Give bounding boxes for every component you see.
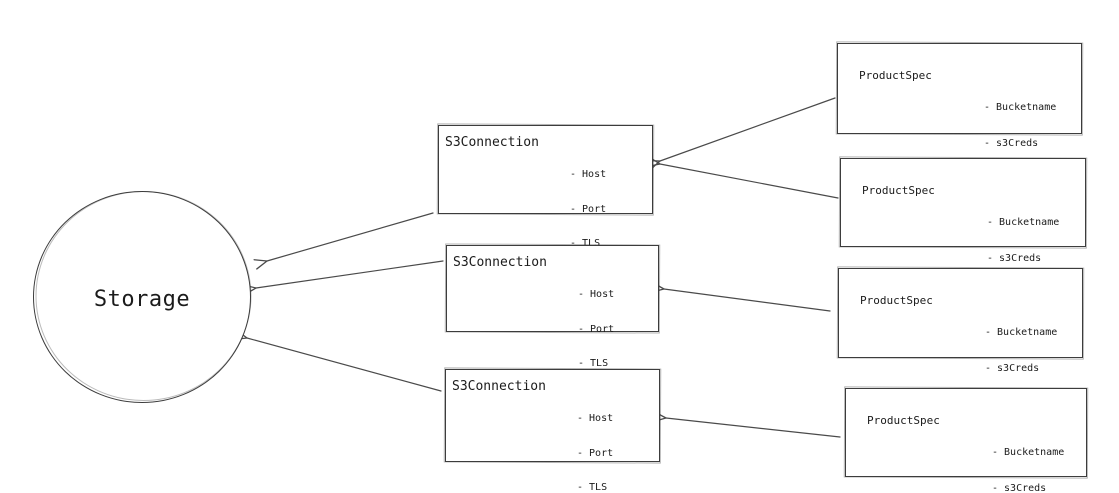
- node-title: ProductSpec: [860, 294, 933, 307]
- node-title: S3Connection: [453, 255, 547, 270]
- productspec-node-4[interactable]: ProductSpec - Bucketname - s3Creds: [845, 388, 1087, 493]
- attribute-line: - Port: [570, 203, 607, 215]
- arrow-productspec4-to-s3connection3[interactable]: [652, 411, 841, 438]
- s3connection-node-1[interactable]: S3Connection - Host - Port - TLS: [438, 125, 653, 249]
- node-attributes: - Host - Port - TLS: [577, 390, 613, 493]
- attribute-line: - Bucketname: [985, 327, 1058, 338]
- node-attributes: - Bucketname - s3Creds: [984, 78, 1056, 174]
- arrow-productspec2-to-s3connection1[interactable]: [646, 156, 839, 199]
- attribute-line: - s3Creds: [987, 253, 1042, 264]
- arrow-productspec1-to-s3connection1[interactable]: [646, 97, 836, 171]
- arrow-productspec3-to-s3connection2[interactable]: [650, 282, 831, 312]
- attribute-line: - s3Creds: [992, 483, 1047, 493]
- arrow-s3connection1-to-storage[interactable]: [253, 212, 434, 270]
- node-title: ProductSpec: [859, 69, 932, 82]
- s3connection-node-3[interactable]: S3Connection - Host - Port - TLS: [445, 369, 660, 493]
- productspec-node-2[interactable]: ProductSpec - Bucketname - s3Creds: [840, 158, 1086, 264]
- attribute-line: - TLS: [578, 358, 609, 369]
- productspec-node-3[interactable]: ProductSpec - Bucketname - s3Creds: [838, 268, 1083, 374]
- attribute-line: - Host: [578, 289, 615, 300]
- node-title: ProductSpec: [862, 184, 935, 197]
- attribute-line: - Port: [578, 323, 615, 335]
- attribute-line: - s3Creds: [985, 363, 1040, 374]
- attribute-line: - Bucketname: [987, 217, 1060, 228]
- node-title: S3Connection: [445, 135, 539, 150]
- attribute-line: - Bucketname: [992, 447, 1065, 458]
- s3connection-node-2[interactable]: S3Connection - Host - Port - TLS: [446, 245, 659, 369]
- node-attributes: - Host - Port - TLS: [578, 266, 614, 393]
- arrow-s3connection2-to-storage[interactable]: [242, 260, 444, 296]
- node-title: ProductSpec: [867, 414, 940, 427]
- attribute-line: - s3Creds: [984, 138, 1039, 149]
- attribute-line: - Host: [577, 413, 614, 424]
- attribute-line: - TLS: [570, 238, 601, 249]
- productspec-node-1[interactable]: ProductSpec - Bucketname - s3Creds: [837, 43, 1082, 149]
- storage-label: Storage: [93, 286, 191, 312]
- node-attributes: - Bucketname - s3Creds: [985, 303, 1057, 399]
- storage-node[interactable]: Storage: [33, 191, 251, 403]
- node-attributes: - Bucketname - s3Creds: [992, 423, 1064, 493]
- attribute-line: - TLS: [577, 482, 608, 493]
- node-attributes: - Bucketname - s3Creds: [987, 193, 1059, 289]
- attribute-line: - Port: [577, 447, 614, 459]
- attribute-line: - Bucketname: [984, 102, 1057, 113]
- node-attributes: - Host - Port - TLS: [570, 146, 606, 273]
- arrow-s3connection3-to-storage[interactable]: [233, 329, 442, 392]
- node-title: S3Connection: [452, 379, 546, 394]
- attribute-line: - Host: [570, 169, 607, 180]
